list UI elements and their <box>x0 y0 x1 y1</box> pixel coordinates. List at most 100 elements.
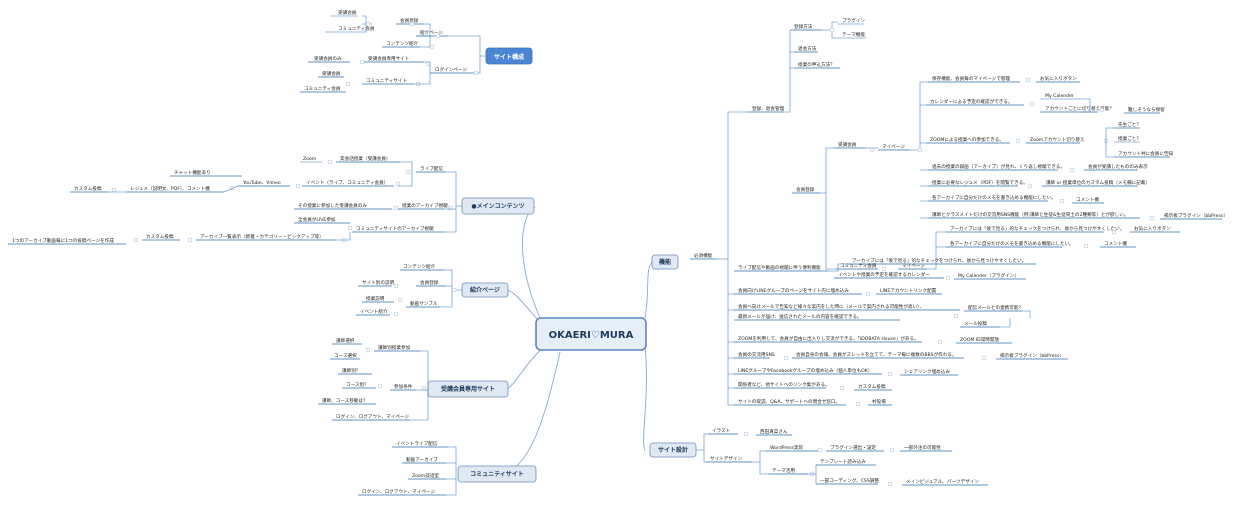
collapse-toggle-icon[interactable] <box>855 401 861 407</box>
collapse-toggle-icon[interactable] <box>421 385 427 391</box>
node-jukou-member-2[interactable]: 受講会員 <box>318 70 344 78</box>
collapse-toggle-icon[interactable] <box>393 283 399 289</box>
collapse-toggle-icon[interactable] <box>829 27 835 33</box>
collapse-toggle-icon[interactable] <box>1015 138 1021 144</box>
node-event-live-2[interactable]: イベントライブ配信 <box>392 440 448 448</box>
node-site-explain[interactable]: サイト別の説明 <box>358 279 395 287</box>
collapse-toggle-icon[interactable] <box>395 181 401 187</box>
node-mail-post[interactable]: メール投稿 <box>960 320 1000 328</box>
node-apply-q[interactable]: 授業の申込方法？ <box>794 61 840 69</box>
collapse-toggle-icon[interactable] <box>133 237 139 243</box>
node-required[interactable]: 必須機能 <box>690 252 716 260</box>
node-template[interactable]: テンプレート読み込み <box>816 458 876 466</box>
node-zoom[interactable]: Zoom <box>300 156 322 163</box>
collapse-toggle-icon[interactable] <box>743 431 749 437</box>
collapse-toggle-icon[interactable] <box>1083 243 1089 249</box>
main-topic-shokai[interactable]: 紹介ページ <box>461 282 509 298</box>
node-jukou-only[interactable]: 受講会員のみ <box>308 55 350 63</box>
node-live-haishin[interactable]: ライブ配信 <box>416 165 446 173</box>
node-archive-check[interactable]: アーカイブには「後で見る」的なチェックをつけられ、後から見つけやすくしたい。 <box>946 225 1124 233</box>
node-condition[interactable]: 参加条件 <box>390 383 416 391</box>
collapse-toggle-icon[interactable] <box>839 385 845 391</box>
collapse-toggle-icon[interactable] <box>1027 183 1033 189</box>
node-event-intro[interactable]: イベント紹介 <box>356 308 390 316</box>
node-youtube[interactable]: YouTube、Vimeo <box>238 180 290 187</box>
collapse-toggle-icon[interactable] <box>887 371 893 377</box>
node-event-live[interactable]: イベント（ライブ、コミュニティ会員） <box>302 179 394 187</box>
collapse-toggle-icon[interactable] <box>817 447 823 453</box>
node-withdraw[interactable]: 退会方法 <box>794 45 818 53</box>
node-zoom-join[interactable]: ZOOMによる授業への参加できる。 <box>926 136 1010 144</box>
node-content-intro[interactable]: コンテンツ紹介 <box>382 40 420 48</box>
collapse-toggle-icon[interactable] <box>1149 215 1155 221</box>
node-attendee-only[interactable]: その授業に参加した受講会員のみ <box>294 202 392 210</box>
node-illust[interactable]: イラスト <box>708 428 738 435</box>
main-topic-community[interactable]: コミュニティサイト <box>457 465 537 483</box>
collapse-toggle-icon[interactable] <box>393 205 399 211</box>
node-bbpress[interactable]: 掲示板プラグイン（bbPress） <box>1160 212 1228 220</box>
node-register-2[interactable]: 会員登録 <box>416 279 446 287</box>
node-custom-post-3[interactable]: カスタム投稿 <box>854 383 892 391</box>
node-register-manage[interactable]: 登録、退会管理 <box>748 105 785 113</box>
node-community-member-2[interactable]: コミュニティ会員 <box>300 85 346 93</box>
main-topic-jukou[interactable]: 受講会員専用サイト <box>427 380 509 398</box>
node-lesson-explain[interactable]: 授業説明 <box>362 295 394 303</box>
main-topic-kinou[interactable]: 機能 <box>651 254 679 270</box>
node-mycal-plugin[interactable]: My Calender（プラグイン） <box>954 272 1026 280</box>
collapse-toggle-icon[interactable] <box>435 33 441 39</box>
collapse-toggle-icon[interactable] <box>1069 167 1075 173</box>
node-theme-func[interactable]: テーマ機能 <box>838 31 866 39</box>
node-teacher-each[interactable]: 先生ごと？ <box>1114 121 1141 129</box>
node-sns-2[interactable]: 会員の交流用SNS <box>734 351 775 359</box>
node-past-archive[interactable]: 過去の授業の録画（アーカイブ）が見れ、くり返し視聴できる。 <box>928 163 1065 171</box>
node-zoom-id[interactable]: ZOOM ID常時開放 <box>956 336 1012 344</box>
node-memo-2[interactable]: 各アーカイブに自分だけのメモを書き込める機能にしたい。 <box>946 240 1074 248</box>
node-main-visual[interactable]: メインビジュアル、パーツデザイン <box>902 478 988 486</box>
node-archive-list[interactable]: アーカイブ一覧表示（新着・カテゴリー・ピックアップ等） <box>196 233 336 241</box>
node-bbpress-2[interactable]: 掲示板プラグイン（bbPress） <box>996 352 1068 360</box>
node-teacher-select[interactable]: 講師選択 <box>332 337 362 345</box>
collapse-toggle-icon[interactable] <box>1111 229 1117 235</box>
node-idobata[interactable]: ZOOMを利用して、会員が自由に出入りし交流ができる、「IDOBATA Hous… <box>734 335 922 343</box>
node-support[interactable]: サイトの取説、Q&A、サポートへの問合せ窓口。 <box>734 398 846 406</box>
node-memo[interactable]: 各アーカイブに自分だけのメモを書き込める機能にしたい。 <box>928 194 1056 202</box>
node-line-group[interactable]: 会員向けLINEグループのページをサイト内に埋め込み <box>734 287 862 295</box>
node-line-link[interactable]: LINEアカウントリンク配置 <box>876 287 942 295</box>
node-course-q[interactable]: コース別？ <box>342 381 376 389</box>
node-custom-post-memo[interactable]: 講師 or 授業単位のカスタム投稿（メモ欄に記載） <box>1042 179 1150 187</box>
node-register-3[interactable]: 会員登録 <box>792 186 820 194</box>
collapse-toggle-icon[interactable] <box>347 225 353 231</box>
collapse-toggle-icon[interactable] <box>111 187 117 193</box>
node-jukou-3[interactable]: 受講会員 <box>834 141 866 149</box>
collapse-toggle-icon[interactable] <box>429 44 435 50</box>
node-archive-per-post[interactable]: 1つのアーカイブ動画毎に1つの投稿ページを作成 <box>8 237 126 245</box>
collapse-toggle-icon[interactable] <box>1099 107 1105 113</box>
node-live-convenience[interactable]: ライブ配信や動画の視聴に伴う便利機能 <box>734 264 828 272</box>
collapse-toggle-icon[interactable] <box>397 297 403 303</box>
node-nishida[interactable]: 西田真菜さん <box>756 428 792 436</box>
node-line-fb[interactable]: LINEグループやFacebookグループの埋め込み（個人単位もOK） <box>734 367 882 375</box>
node-link-list[interactable]: 関係者など、他サイトへのリンク集がある。 <box>734 381 830 389</box>
collapse-toggle-icon[interactable] <box>783 355 789 361</box>
node-chat[interactable]: チャット機能あり <box>170 169 242 177</box>
node-fav-btn[interactable]: お気に入りボタン <box>1036 75 1080 83</box>
node-wp[interactable]: WordPress実装 <box>766 444 818 452</box>
node-community-2[interactable]: コミュニティ会員 <box>836 262 878 270</box>
collapse-toggle-icon[interactable] <box>409 21 415 27</box>
node-custom-post-2[interactable]: カスタム投稿 <box>142 233 180 241</box>
node-zoom-switch[interactable]: Zoomアカウント切り替え <box>1026 136 1085 144</box>
node-jukou-member[interactable]: 受講会員 <box>330 9 358 17</box>
collapse-toggle-icon[interactable] <box>365 21 371 27</box>
collapse-toggle-icon[interactable] <box>937 339 943 345</box>
collapse-toggle-icon[interactable] <box>945 275 951 281</box>
collapse-toggle-icon[interactable] <box>881 266 887 272</box>
node-event-calendar[interactable]: イベントや授業の予定を確認するカレンダー <box>834 271 944 279</box>
node-attended-only[interactable]: 会員が受講したもののみ表示 <box>1084 163 1148 171</box>
node-outsource[interactable]: 一部外注の可能性 <box>900 444 952 452</box>
collapse-toggle-icon[interactable] <box>887 481 893 487</box>
collapse-toggle-icon[interactable] <box>359 59 365 65</box>
node-zoom-room[interactable]: Zoom談話室 <box>408 472 446 480</box>
node-archive-check-2[interactable]: アーカイブには「後で見る」的なチェックをつけられ、後から見つけやすくしたい。 <box>848 257 1036 265</box>
node-pending[interactable]: 難しそうなら保留 <box>1124 106 1165 114</box>
node-resume-pdf[interactable]: 授業に必要なレジュメ（PDF）を閲覧できる。 <box>928 179 1028 187</box>
